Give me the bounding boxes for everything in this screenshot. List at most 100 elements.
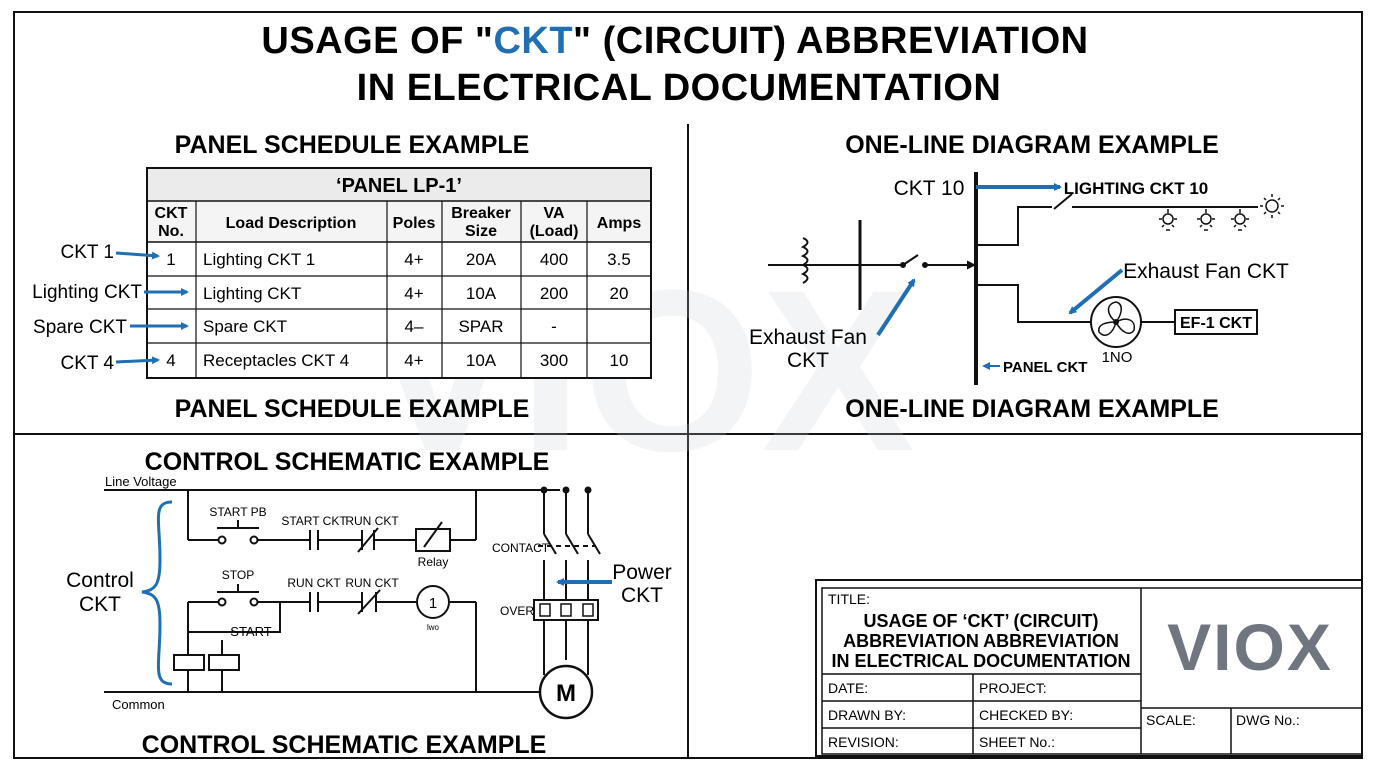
callout-ckt-1: CKT 1 <box>60 242 114 263</box>
main-title-line2: IN ELECTRICAL DOCUMENTATION <box>357 67 1002 109</box>
control-ckt-brace <box>141 500 173 686</box>
coil-sub-label: lwo <box>427 623 440 632</box>
tb-drawn-by: DRAWN BY: <box>828 707 906 723</box>
cell-load-description: Lighting CKT 1 <box>203 250 315 269</box>
tb-project: PROJECT: <box>979 680 1047 696</box>
cell-breaker: 10A <box>466 351 497 370</box>
ef1-ckt-label: EF-1 CKT <box>1180 315 1252 332</box>
tb-title-line-3: IN ELECTRICAL DOCUMENTATION <box>832 651 1131 671</box>
fan-1no-label: 1NO <box>1102 349 1133 366</box>
relay-icon <box>415 528 451 552</box>
cell-va: 200 <box>540 284 568 303</box>
col-header-ckt-no-1: CKT <box>155 205 188 222</box>
switch-blade <box>902 254 919 266</box>
coil-number: 1 <box>429 595 437 612</box>
tb-revision: REVISION: <box>828 734 899 750</box>
coil-icon <box>416 585 450 619</box>
run-ckt-label: RUN CKT <box>287 576 341 590</box>
stop-pushbutton <box>217 584 259 607</box>
line-voltage-label: Line Voltage <box>105 474 177 489</box>
overload-icon <box>539 603 551 617</box>
lighting-switch <box>1053 193 1073 210</box>
cell-amps: 20 <box>610 284 629 303</box>
callout-spare-ckt: Spare CKT <box>33 317 127 338</box>
tb-title-line-1: USAGE OF ‘CKT’ (CIRCUIT) <box>864 611 1099 631</box>
motor-label: M <box>556 680 576 707</box>
fan-icon <box>1090 296 1142 348</box>
col-header-poles: Poles <box>393 215 436 232</box>
lamp-icon <box>1231 209 1249 231</box>
power-ckt-label-1: Power <box>612 561 672 584</box>
callout-lighting-ckt: Lighting CKT <box>32 282 142 303</box>
overload-icon <box>582 603 594 617</box>
cell-load-description: Receptacles CKT 4 <box>203 351 349 370</box>
over-label: OVER <box>500 604 534 618</box>
run-ckt-label: RUN CKT <box>345 514 399 528</box>
callout-ckt-4: CKT 4 <box>60 353 114 374</box>
cell-poles: 4+ <box>404 351 423 370</box>
callout-arrow <box>115 356 160 365</box>
title-block <box>815 579 1363 757</box>
table-row: 4 Receptacles CKT 4 4+ 10A 300 10 <box>166 351 628 370</box>
cell-va: 400 <box>540 250 568 269</box>
panel-schedule-heading-bottom: PANEL SCHEDULE EXAMPLE <box>175 395 530 423</box>
control-schematic-heading-bottom: CONTROL SCHEMATIC EXAMPLE <box>142 731 547 759</box>
col-header-ckt-no-2: No. <box>158 223 184 240</box>
col-header-breaker-2: Size <box>465 223 497 240</box>
cell-breaker: SPAR <box>458 317 503 336</box>
run-ckt-contact <box>357 589 381 615</box>
motor-icon <box>538 664 594 720</box>
cell-load-description: Lighting CKT <box>203 284 301 303</box>
cell-poles: 4– <box>405 317 424 336</box>
control-ckt-label-1: Control <box>66 569 134 592</box>
panel-schedule-table <box>146 167 652 379</box>
start-ckt-contact <box>309 530 319 550</box>
exhaust-fan-left-arrow <box>876 278 916 337</box>
cell-load-description: Spare CKT <box>203 317 287 336</box>
tb-sheet-no: SHEET No.: <box>979 734 1055 750</box>
common-label: Common <box>112 697 165 712</box>
control-schematic-heading: CONTROL SCHEMATIC EXAMPLE <box>145 448 550 476</box>
panel-table-title: ‘PANEL LP-1’ <box>336 175 462 197</box>
overload-heater-icon <box>173 654 205 671</box>
run-ckt-contact <box>309 592 319 612</box>
table-row: Spare CKT 4– SPAR - <box>203 317 557 336</box>
junction-dot <box>562 486 570 494</box>
start-pb-label: START PB <box>209 505 266 519</box>
overload-heater-icon <box>208 654 240 671</box>
cell-amps: 3.5 <box>607 250 631 269</box>
tb-date: DATE: <box>828 680 868 696</box>
run-ckt-contact <box>357 527 379 553</box>
cell-breaker: 20A <box>466 250 497 269</box>
start-pushbutton <box>217 520 259 545</box>
one-line-heading: ONE-LINE DIAGRAM EXAMPLE <box>845 131 1219 159</box>
cell-va: 300 <box>540 351 568 370</box>
exhaust-fan-left-label-2: CKT <box>787 349 829 372</box>
col-header-amps: Amps <box>597 215 642 232</box>
tb-title-line-2: ABBREVIATION ABBREVIATION <box>843 631 1119 651</box>
stop-label: STOP <box>222 568 254 582</box>
start-label: START <box>230 624 271 639</box>
run-ckt-label: RUN CKT <box>345 576 399 590</box>
junction-dot <box>584 486 592 494</box>
col-header-va-2: (Load) <box>530 223 579 240</box>
relay-label: Relay <box>418 555 449 569</box>
cell-ckt-no: 4 <box>166 351 175 370</box>
panel-ckt-label: PANEL CKT <box>1003 359 1087 376</box>
viox-logo: VIOX <box>1167 610 1333 684</box>
exhaust-fan-right-arrow <box>1068 268 1124 315</box>
tb-scale: SCALE: <box>1146 712 1196 728</box>
start-ckt-label: START CKT <box>281 514 347 528</box>
tb-dwg-no: DWG No.: <box>1236 712 1300 728</box>
col-header-va-1: VA <box>543 205 564 222</box>
overload-icon <box>560 603 572 617</box>
one-line-diagram <box>768 172 1258 385</box>
relay-icon <box>423 521 443 548</box>
cell-amps: 10 <box>610 351 629 370</box>
tb-title-label: TITLE: <box>828 591 870 607</box>
tb-checked-by: CHECKED BY: <box>979 707 1073 723</box>
ckt-10-label: CKT 10 <box>894 177 965 200</box>
power-ckt-label-2: CKT <box>621 584 663 607</box>
